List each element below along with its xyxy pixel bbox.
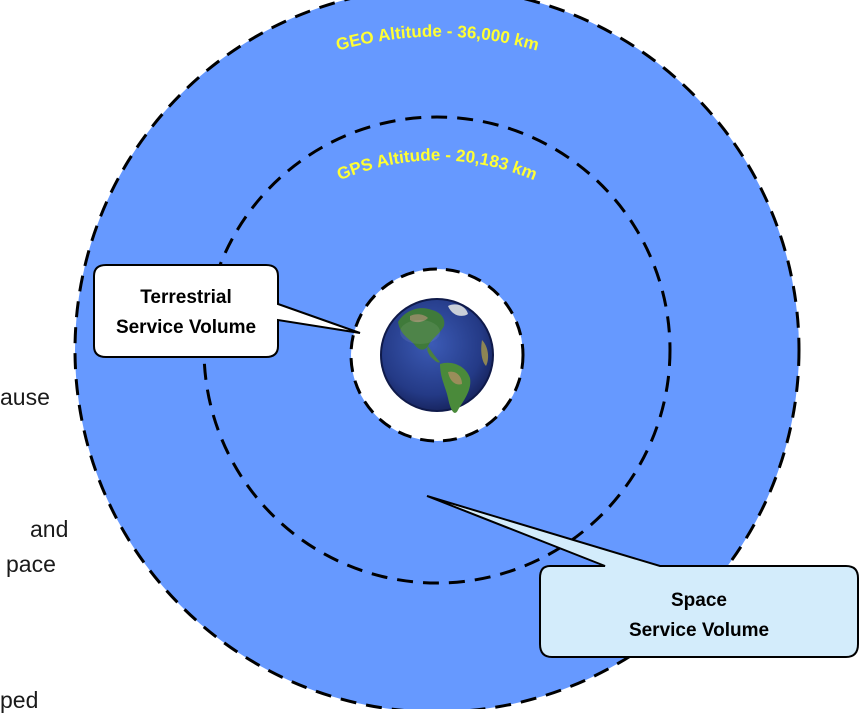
body-text-fragment-1: ause: [0, 384, 50, 410]
space-callout-line-1: Space: [671, 590, 727, 611]
terrestrial-callout-line-1: Terrestrial: [140, 287, 232, 308]
terrestrial-service-volume-callout: Terrestrial Service Volume: [93, 264, 361, 358]
body-text-fragment-2: and: [30, 516, 69, 542]
terrestrial-callout-line-2: Service Volume: [116, 317, 256, 338]
earth-icon: [380, 298, 494, 413]
body-text-fragment-4: ped: [0, 687, 39, 713]
body-text-fragment-3: pace: [6, 551, 56, 577]
space-callout-line-2: Service Volume: [629, 620, 769, 641]
space-service-volume-callout: Space Service Volume: [426, 495, 859, 658]
